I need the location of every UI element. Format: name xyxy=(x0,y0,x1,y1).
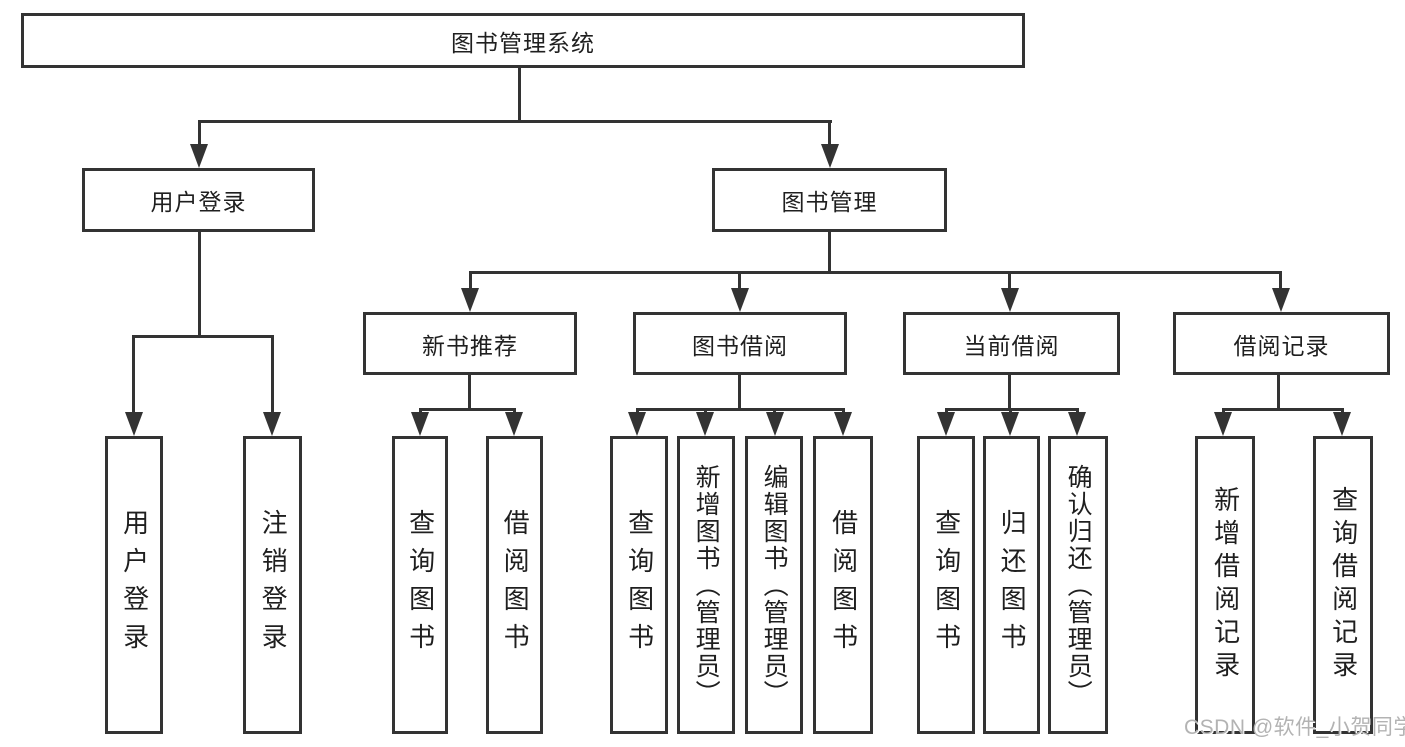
node-label: 查询图书 xyxy=(624,509,655,661)
node-label: 新增借阅记录 xyxy=(1210,486,1241,684)
arrow-down-icon xyxy=(731,288,749,312)
connector-borrow-stem xyxy=(738,375,741,408)
connector-drop-records xyxy=(1279,271,1282,292)
arrow-down-icon xyxy=(821,144,839,168)
leaf-query-borrow-record: 查询借阅记录 xyxy=(1313,436,1373,734)
arrow-down-icon xyxy=(1001,412,1019,436)
node-label: 确认归还（管理员） xyxy=(1064,463,1093,707)
node-label: 查询借阅记录 xyxy=(1328,486,1359,684)
node-current-borrowing: 当前借阅 xyxy=(903,312,1120,375)
leaf-borrow-books-recommend: 借阅图书 xyxy=(486,436,543,734)
connector-drop-book-management xyxy=(828,120,831,148)
connector-records-rail xyxy=(1222,408,1344,411)
arrow-down-icon xyxy=(461,288,479,312)
node-label: 图书借阅 xyxy=(692,332,788,359)
node-library-management-system: 图书管理系统 xyxy=(21,13,1025,68)
arrow-down-icon xyxy=(125,412,143,436)
node-new-book-recommend: 新书推荐 xyxy=(363,312,577,375)
leaf-user-login: 用户登录 xyxy=(105,436,163,734)
leaf-borrow-books: 借阅图书 xyxy=(813,436,873,734)
leaf-logout: 注销登录 xyxy=(243,436,302,734)
connector-drop-current xyxy=(1008,271,1011,292)
node-label: 新增图书（管理员） xyxy=(692,463,721,707)
node-book-management: 图书管理 xyxy=(712,168,947,232)
connector-mgmt-stem xyxy=(828,232,831,271)
leaf-query-books-current: 查询图书 xyxy=(917,436,975,734)
connector-user-stem xyxy=(198,232,201,335)
node-label: 借阅图书 xyxy=(500,509,531,661)
arrow-down-icon xyxy=(1068,412,1086,436)
leaf-query-books-recommend: 查询图书 xyxy=(392,436,448,734)
arrow-down-icon xyxy=(505,412,523,436)
leaf-confirm-return-admin: 确认归还（管理员） xyxy=(1048,436,1108,734)
arrow-down-icon xyxy=(1214,412,1232,436)
node-label: 查询图书 xyxy=(931,509,962,661)
node-book-borrowing: 图书借阅 xyxy=(633,312,847,375)
arrow-down-icon xyxy=(1333,412,1351,436)
node-label: 当前借阅 xyxy=(963,332,1060,359)
node-label: 编辑图书（管理员） xyxy=(760,463,789,707)
arrow-down-icon xyxy=(937,412,955,436)
connector-drop-leaf xyxy=(132,335,135,416)
arrow-down-icon xyxy=(696,412,714,436)
node-label: 查询图书 xyxy=(405,509,436,661)
node-user-login: 用户登录 xyxy=(82,168,315,232)
arrow-down-icon xyxy=(263,412,281,436)
leaf-add-borrow-record: 新增借阅记录 xyxy=(1195,436,1255,734)
arrow-down-icon xyxy=(1272,288,1290,312)
connector-drop-leaf xyxy=(271,335,274,416)
leaf-add-books-admin: 新增图书（管理员） xyxy=(677,436,735,734)
connector-root-rail xyxy=(198,120,832,123)
leaf-query-books-borrowing: 查询图书 xyxy=(610,436,668,734)
connector-records-stem xyxy=(1277,375,1280,408)
node-label: 图书管理系统 xyxy=(451,29,595,56)
node-label: 借阅图书 xyxy=(828,509,859,661)
node-label: 用户登录 xyxy=(119,509,150,661)
connector-current-rail xyxy=(945,408,1079,411)
arrow-down-icon xyxy=(766,412,784,436)
node-label: 借阅记录 xyxy=(1233,332,1330,359)
node-borrowing-records: 借阅记录 xyxy=(1173,312,1390,375)
arrow-down-icon xyxy=(628,412,646,436)
arrow-down-icon xyxy=(834,412,852,436)
connector-user-rail xyxy=(132,335,274,338)
arrow-down-icon xyxy=(190,144,208,168)
connector-drop-new-rec xyxy=(469,271,472,292)
arrow-down-icon xyxy=(411,412,429,436)
node-label: 图书管理 xyxy=(781,189,878,215)
node-label: 新书推荐 xyxy=(422,332,518,359)
csdn-watermark: CSDN @软件_小贺同学 xyxy=(1184,716,1405,739)
connector-root-stem xyxy=(518,68,521,120)
connector-newrec-stem xyxy=(468,375,471,408)
connector-current-stem xyxy=(1008,375,1011,408)
leaf-edit-books-admin: 编辑图书（管理员） xyxy=(745,436,803,734)
connector-mgmt-rail xyxy=(469,271,1282,274)
connector-drop-borrow xyxy=(738,271,741,292)
connector-newrec-rail xyxy=(419,408,516,411)
leaf-return-books: 归还图书 xyxy=(983,436,1040,734)
connector-drop-user-login xyxy=(198,120,201,148)
node-label: 归还图书 xyxy=(997,509,1028,661)
node-label: 用户登录 xyxy=(150,189,247,215)
node-label: 注销登录 xyxy=(258,509,289,661)
connector-borrow-rail xyxy=(636,408,845,411)
arrow-down-icon xyxy=(1001,288,1019,312)
